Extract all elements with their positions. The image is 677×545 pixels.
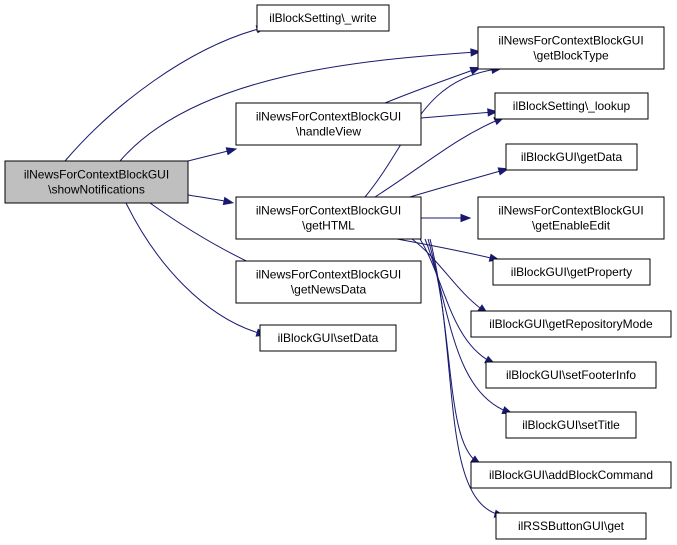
- node-box: [235, 196, 422, 240]
- edge-line: [429, 238, 501, 516]
- edge-line: [384, 68, 477, 104]
- node-label-line: ilBlockGUI\setData: [278, 331, 379, 345]
- function-node[interactable]: ilBlockGUI\setTitle: [505, 411, 637, 439]
- function-node[interactable]: ilBlockSetting\_write: [256, 4, 390, 32]
- node-label-line: ilBlockSetting\_write: [269, 11, 377, 25]
- edge-n2-to-n7: [420, 108, 499, 119]
- node-label-line: ilNewsForContextBlockGUI: [256, 268, 401, 282]
- edge-line: [420, 111, 494, 119]
- node-box: [492, 258, 651, 286]
- node-box: [470, 310, 672, 338]
- node-label-line: ilRSSButtonGUI\get: [518, 519, 625, 533]
- edge-line: [119, 51, 477, 162]
- node-box: [470, 461, 672, 489]
- node-box: [495, 512, 647, 540]
- function-node[interactable]: ilNewsForContextBlockGUI\getEnableEdit: [477, 196, 665, 240]
- edge-line: [411, 238, 485, 312]
- arrowhead: [222, 196, 235, 206]
- function-node[interactable]: ilNewsForContextBlockGUI\getHTML: [235, 196, 422, 240]
- function-node[interactable]: ilNewsForContextBlockGUI\getBlockType: [477, 26, 665, 70]
- node-label-line: ilBlockGUI\addBlockCommand: [489, 468, 653, 482]
- root-function-node: ilNewsForContextBlockGUI\showNotificatio…: [4, 160, 189, 204]
- node-box: [494, 92, 649, 120]
- node-label-line: ilBlockGUI\getData: [521, 150, 623, 164]
- edge-n3-to-n10: [396, 238, 501, 262]
- node-label-line: ilBlockSetting\_lookup: [513, 99, 631, 113]
- function-node[interactable]: ilRSSButtonGUI\get: [495, 512, 647, 540]
- arrowhead: [497, 167, 510, 176]
- arrowhead: [225, 147, 238, 156]
- node-label-line: \handleView: [296, 125, 361, 139]
- edge-line: [187, 149, 233, 162]
- node-label-line: \showNotifications: [48, 183, 145, 197]
- edge-n3-to-n14: [427, 238, 482, 466]
- node-label-line: \getNewsData: [291, 283, 367, 297]
- node-label-line: ilNewsForContextBlockGUI: [256, 110, 401, 124]
- node-label-line: \getBlockType: [533, 49, 609, 63]
- node-box: [4, 160, 189, 204]
- edge-n3-to-n8: [409, 167, 510, 198]
- edge-line: [64, 27, 263, 162]
- edge-line: [424, 238, 509, 413]
- node-label-line: ilNewsForContextBlockGUI: [24, 168, 169, 182]
- edge-line: [419, 238, 492, 363]
- edge-line: [187, 194, 230, 203]
- node-box: [259, 324, 397, 352]
- function-node[interactable]: ilBlockGUI\setData: [259, 324, 397, 352]
- node-label-line: ilBlockGUI\setFooterInfo: [506, 368, 636, 382]
- arrowhead: [470, 48, 482, 57]
- edge-line: [427, 238, 478, 463]
- function-node[interactable]: ilNewsForContextBlockGUI\handleView: [235, 102, 422, 146]
- node-label-line: ilNewsForContextBlockGUI: [498, 34, 643, 48]
- nodes-layer: ilNewsForContextBlockGUI\showNotificatio…: [4, 4, 672, 540]
- node-label-line: \getHTML: [302, 219, 355, 233]
- node-box: [505, 411, 637, 439]
- node-box: [477, 26, 665, 70]
- node-box: [485, 361, 657, 389]
- node-label-line: ilNewsForContextBlockGUI: [498, 204, 643, 218]
- arrowhead: [469, 66, 482, 75]
- edge-line: [396, 238, 496, 260]
- function-node[interactable]: ilBlockGUI\setFooterInfo: [485, 361, 657, 389]
- node-box: [235, 260, 422, 304]
- edge-line: [125, 202, 263, 335]
- arrowhead: [487, 108, 499, 117]
- edge-line: [409, 169, 505, 198]
- edge-n0-to-n2: [187, 147, 238, 162]
- function-node[interactable]: ilNewsForContextBlockGUI\getNewsData: [235, 260, 422, 304]
- function-node[interactable]: ilBlockSetting\_lookup: [494, 92, 649, 120]
- node-box: [235, 102, 422, 146]
- edge-line: [374, 118, 501, 198]
- node-label-line: ilBlockGUI\getRepositoryMode: [489, 317, 653, 331]
- node-label-line: \getEnableEdit: [532, 219, 611, 233]
- edge-n0-to-n6: [119, 48, 482, 162]
- node-label-line: ilBlockGUI\getProperty: [511, 265, 632, 279]
- function-node[interactable]: ilBlockGUI\getRepositoryMode: [470, 310, 672, 338]
- node-label-line: ilNewsForContextBlockGUI: [256, 204, 401, 218]
- function-node[interactable]: ilBlockGUI\addBlockCommand: [470, 461, 672, 489]
- edge-n3-to-n9: [421, 213, 472, 223]
- edge-n3-to-n11: [411, 238, 489, 315]
- arrowhead: [460, 213, 472, 223]
- node-label-line: ilBlockGUI\setTitle: [522, 418, 620, 432]
- function-node[interactable]: ilBlockGUI\getData: [505, 143, 638, 171]
- node-box: [477, 196, 665, 240]
- function-node[interactable]: ilBlockGUI\getProperty: [492, 258, 651, 286]
- node-box: [505, 143, 638, 171]
- edge-n2-to-n6: [384, 66, 482, 104]
- edge-n0-to-n3: [187, 194, 235, 206]
- node-box: [256, 4, 390, 32]
